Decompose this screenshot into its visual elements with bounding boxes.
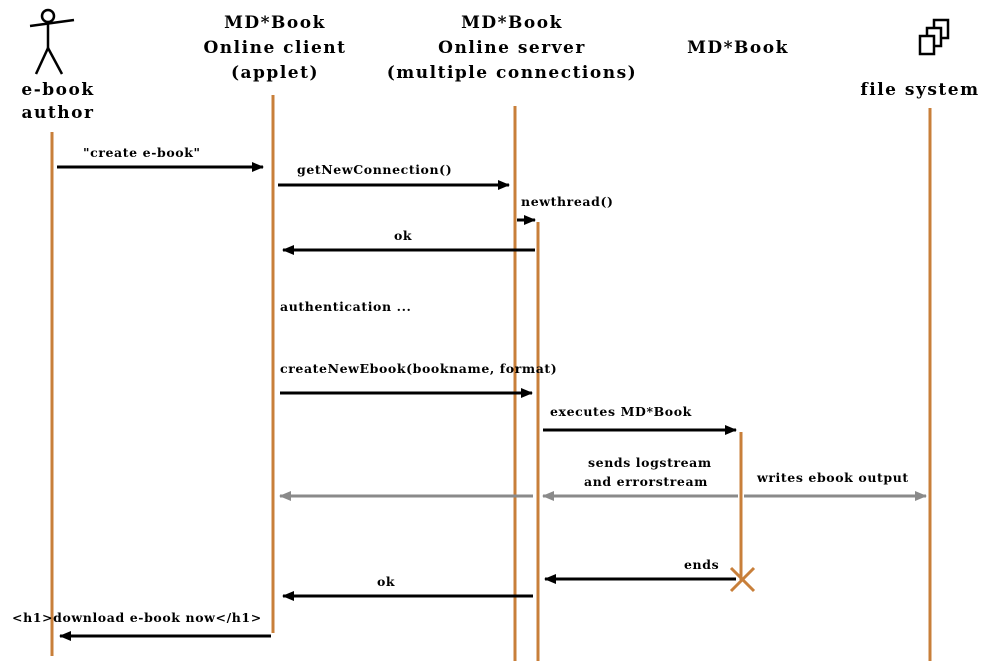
participant-client-line1: MD*Book	[224, 13, 326, 33]
msg-ends: ends	[684, 557, 719, 572]
msg-authentication: authentication ...	[280, 299, 411, 314]
msg-writes-output: writes ebook output	[756, 470, 909, 485]
msg-new-thread: newthread()	[521, 194, 613, 209]
msg-ok-1: ok	[394, 228, 412, 243]
participant-server-line3: (multiple connections)	[387, 63, 637, 83]
participant-client-line2: Online client	[204, 38, 347, 58]
stacked-files-icon	[918, 18, 950, 56]
msg-sends-line2: and errorstream	[584, 474, 708, 489]
msg-ok-2: ok	[377, 574, 395, 589]
participant-server-line1: MD*Book	[461, 13, 563, 33]
msg-download: <h1>download e-book now</h1>	[12, 610, 262, 625]
participant-fs-line1: file system	[860, 80, 979, 100]
msg-get-connection: getNewConnection()	[297, 162, 452, 177]
participant-server-line2: Online server	[438, 38, 586, 58]
msg-create-new-ebook: createNewEbook(bookname, format)	[280, 361, 557, 376]
msg-executes: executes MD*Book	[550, 404, 692, 419]
participant-author-line1: e-book	[21, 80, 94, 100]
msg-create-ebook: "create e-book"	[83, 145, 201, 160]
participant-author-line2: author	[22, 103, 95, 123]
msg-sends-line1: sends logstream	[588, 455, 712, 470]
participant-client-line3: (applet)	[231, 63, 319, 83]
destroy-mark-icon	[729, 566, 756, 593]
stick-figure-icon	[29, 8, 75, 75]
participant-mdbook-line1: MD*Book	[687, 38, 789, 58]
